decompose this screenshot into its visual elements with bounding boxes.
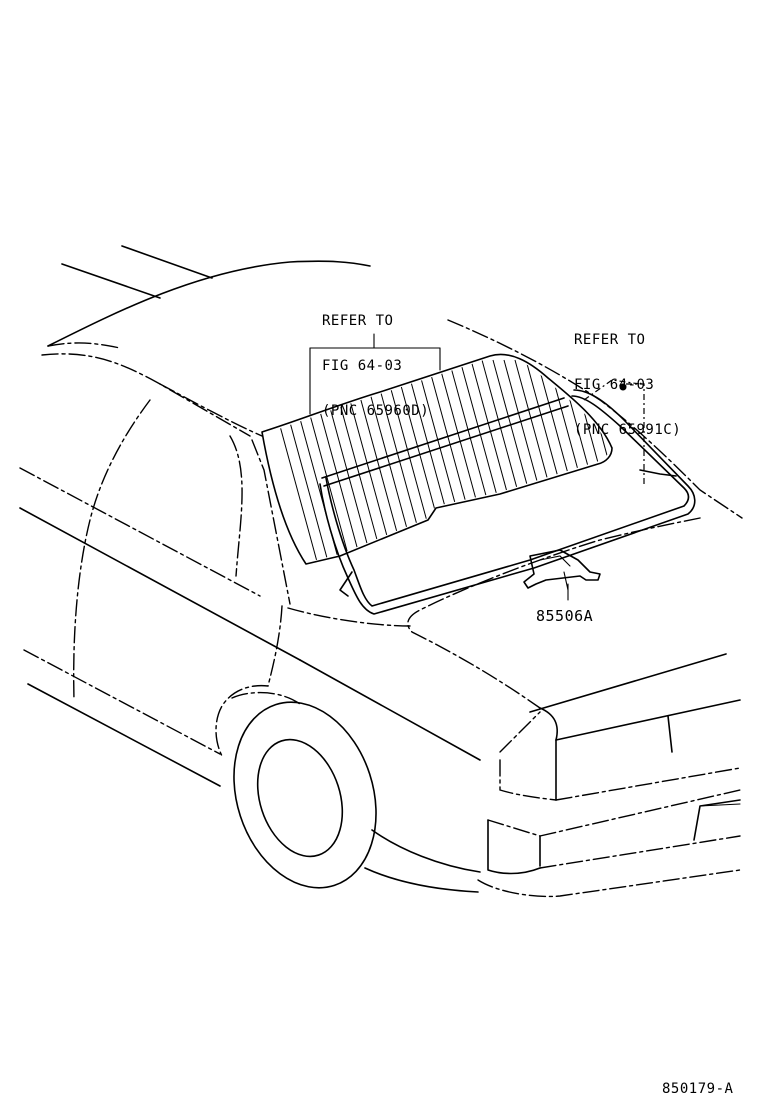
part-number-label: 85506A — [536, 607, 594, 625]
hatch-line — [470, 359, 532, 562]
hatch-line — [459, 359, 521, 562]
hatch-line — [426, 359, 488, 562]
trunk-and-rear — [407, 319, 743, 898]
callout-left-line1: REFER TO — [322, 313, 394, 329]
hatch-line — [503, 359, 565, 562]
callout-refer-left: REFER TO FIG 64-03 (PNC 65960D) — [322, 284, 429, 449]
callout-refer-right: REFER TO FIG 64-03 (PNC 65991C) — [574, 303, 681, 468]
callout-right-line3: (PNC 65991C) — [574, 422, 682, 438]
hatch-line — [481, 359, 543, 562]
hatch-line — [448, 359, 510, 562]
rear-wheel — [231, 691, 481, 893]
body-side — [19, 399, 481, 787]
hatch-line — [492, 359, 554, 562]
callout-left-line3: (PNC 65960D) — [322, 403, 430, 419]
callout-right-line1: REFER TO — [574, 332, 646, 348]
wire-harness — [319, 379, 696, 615]
callout-left-line2: FIG 64-03 — [322, 358, 403, 374]
figure-number: 850179-A — [662, 1081, 734, 1097]
callout-right-line2: FIG 64-03 — [574, 377, 655, 393]
hatch-line — [437, 359, 499, 562]
roof-lines — [41, 245, 371, 437]
part-85506A — [523, 549, 601, 601]
hatch-line — [264, 359, 323, 562]
callout-leaders — [309, 333, 645, 486]
